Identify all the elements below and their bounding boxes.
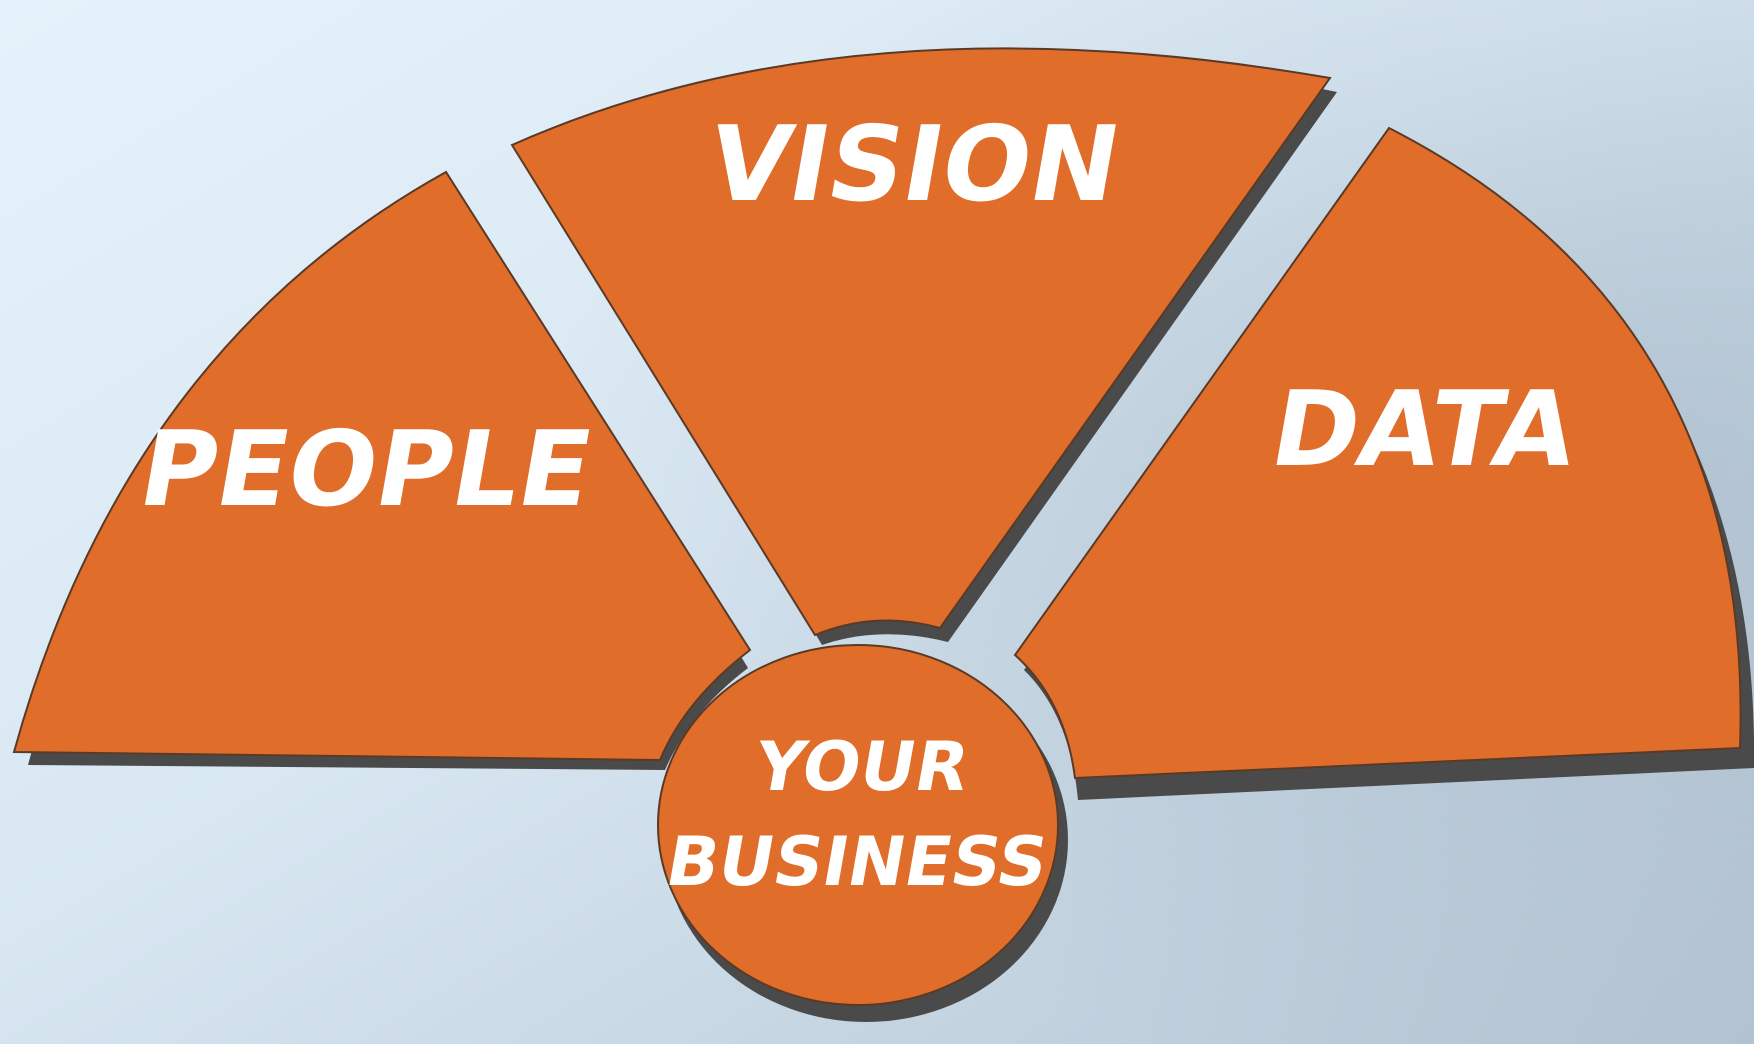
hub-label-line1: YOUR — [748, 727, 975, 806]
segment-vision: VISION — [510, 47, 1337, 646]
segment-data-label: DATA — [1263, 369, 1586, 490]
hub-label-line2: BUSINESS — [660, 822, 1054, 901]
segment-people: PEOPLE — [12, 170, 752, 770]
hub-circle — [657, 644, 1059, 1006]
segment-vision-label: VISION — [700, 104, 1130, 225]
segment-people-label: PEOPLE — [131, 409, 602, 530]
segment-data: DATA — [1013, 126, 1754, 800]
segment-data-shape — [1013, 126, 1742, 780]
segment-vision-shape — [510, 47, 1332, 637]
segment-people-shape — [12, 170, 752, 762]
hub-your-business: YOUR BUSINESS — [657, 644, 1068, 1022]
